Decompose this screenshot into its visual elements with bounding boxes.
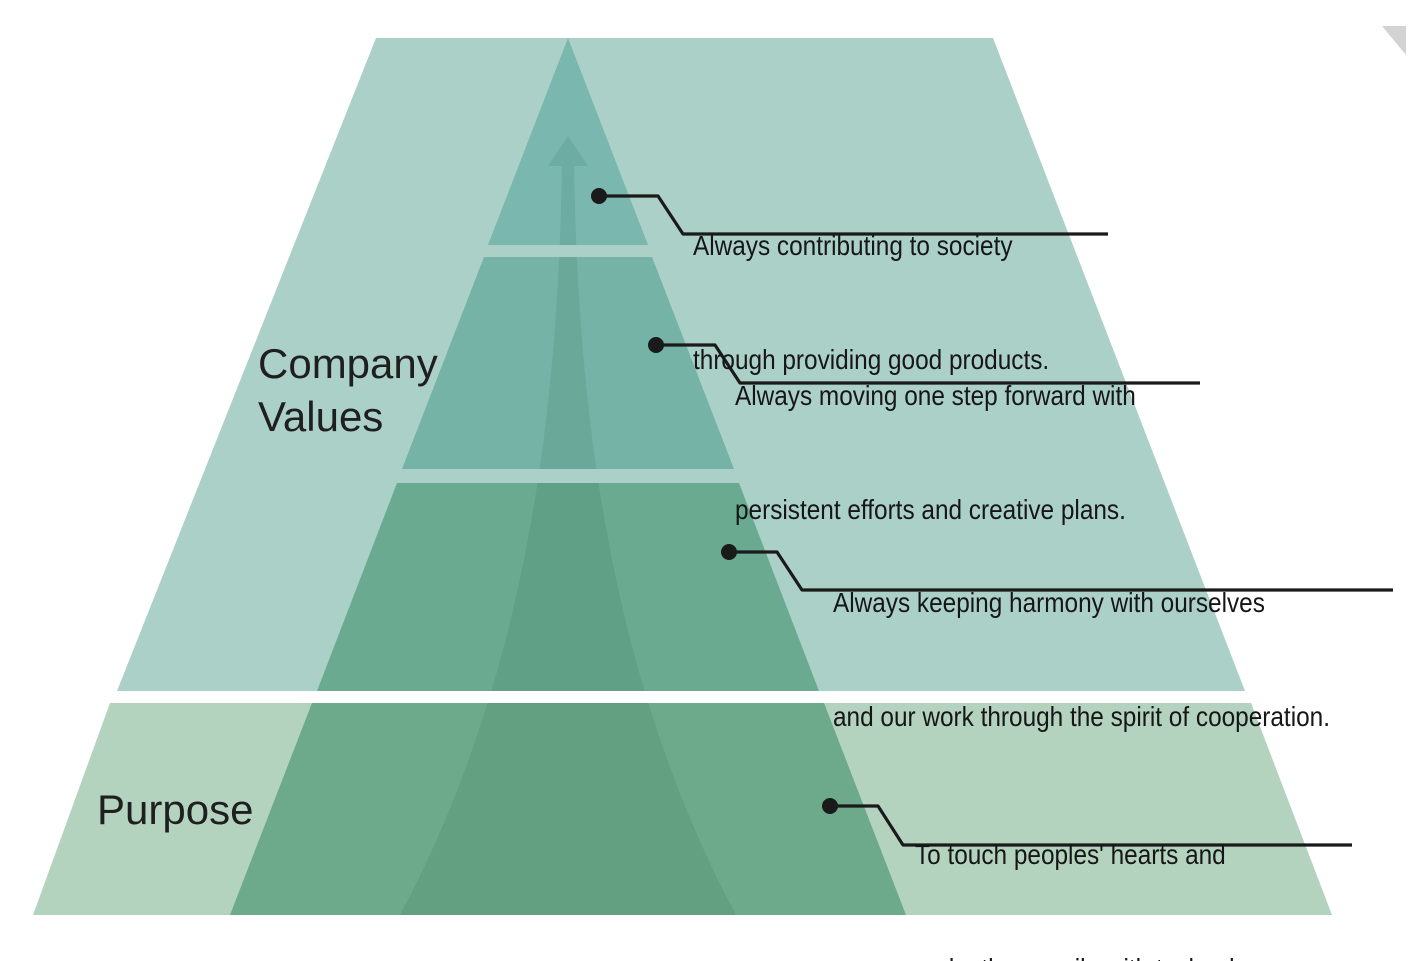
- callout-1-line-1: Always contributing to society: [693, 230, 1013, 261]
- callout-leader-line: [830, 804, 1352, 847]
- callout-leader-3: [721, 544, 1393, 592]
- growth-arrow-icon: [400, 136, 736, 915]
- callout-dot: [721, 544, 737, 560]
- callout-dot: [822, 798, 838, 814]
- purpose-label: Purpose: [97, 786, 254, 833]
- callout-4-line-2: make them smile with technology.: [915, 950, 1279, 961]
- callout-3-line-1: Always keeping harmony with ourselves: [833, 587, 1265, 618]
- callout-text-3: Always keeping harmony with ourselves an…: [833, 508, 1330, 812]
- callout-1-line-2: through providing good products.: [693, 344, 1050, 375]
- callout-text-2: Always moving one step forward with pers…: [735, 301, 1136, 605]
- callout-4-line-1: To touch peoples' hearts and: [915, 839, 1226, 870]
- callout-2-line-1: Always moving one step forward with: [735, 380, 1136, 411]
- pyramid-band-third: [317, 483, 819, 691]
- callout-text-1: Always contributing to society through p…: [693, 151, 1049, 455]
- callout-dot: [648, 337, 664, 353]
- callout-leader-4: [822, 798, 1352, 847]
- corner-fold-decoration: [1382, 26, 1406, 55]
- company-values-label: Company Values: [258, 340, 438, 440]
- callout-leader-line: [599, 194, 1108, 236]
- callout-leader-2: [648, 337, 1200, 385]
- callout-text-4: To touch peoples' hearts and make them s…: [915, 760, 1279, 961]
- pyramid-band-bottom: [230, 703, 906, 915]
- pyramid-band-top: [488, 38, 648, 245]
- callout-2-line-2: persistent efforts and creative plans.: [735, 494, 1126, 525]
- callout-dot: [591, 188, 607, 204]
- callout-leader-1: [591, 188, 1108, 236]
- callout-3-line-2: and our work through the spirit of coope…: [833, 701, 1330, 732]
- callout-leader-line: [729, 550, 1393, 592]
- callout-leader-line: [656, 343, 1200, 385]
- pyramid-band-second: [402, 257, 734, 469]
